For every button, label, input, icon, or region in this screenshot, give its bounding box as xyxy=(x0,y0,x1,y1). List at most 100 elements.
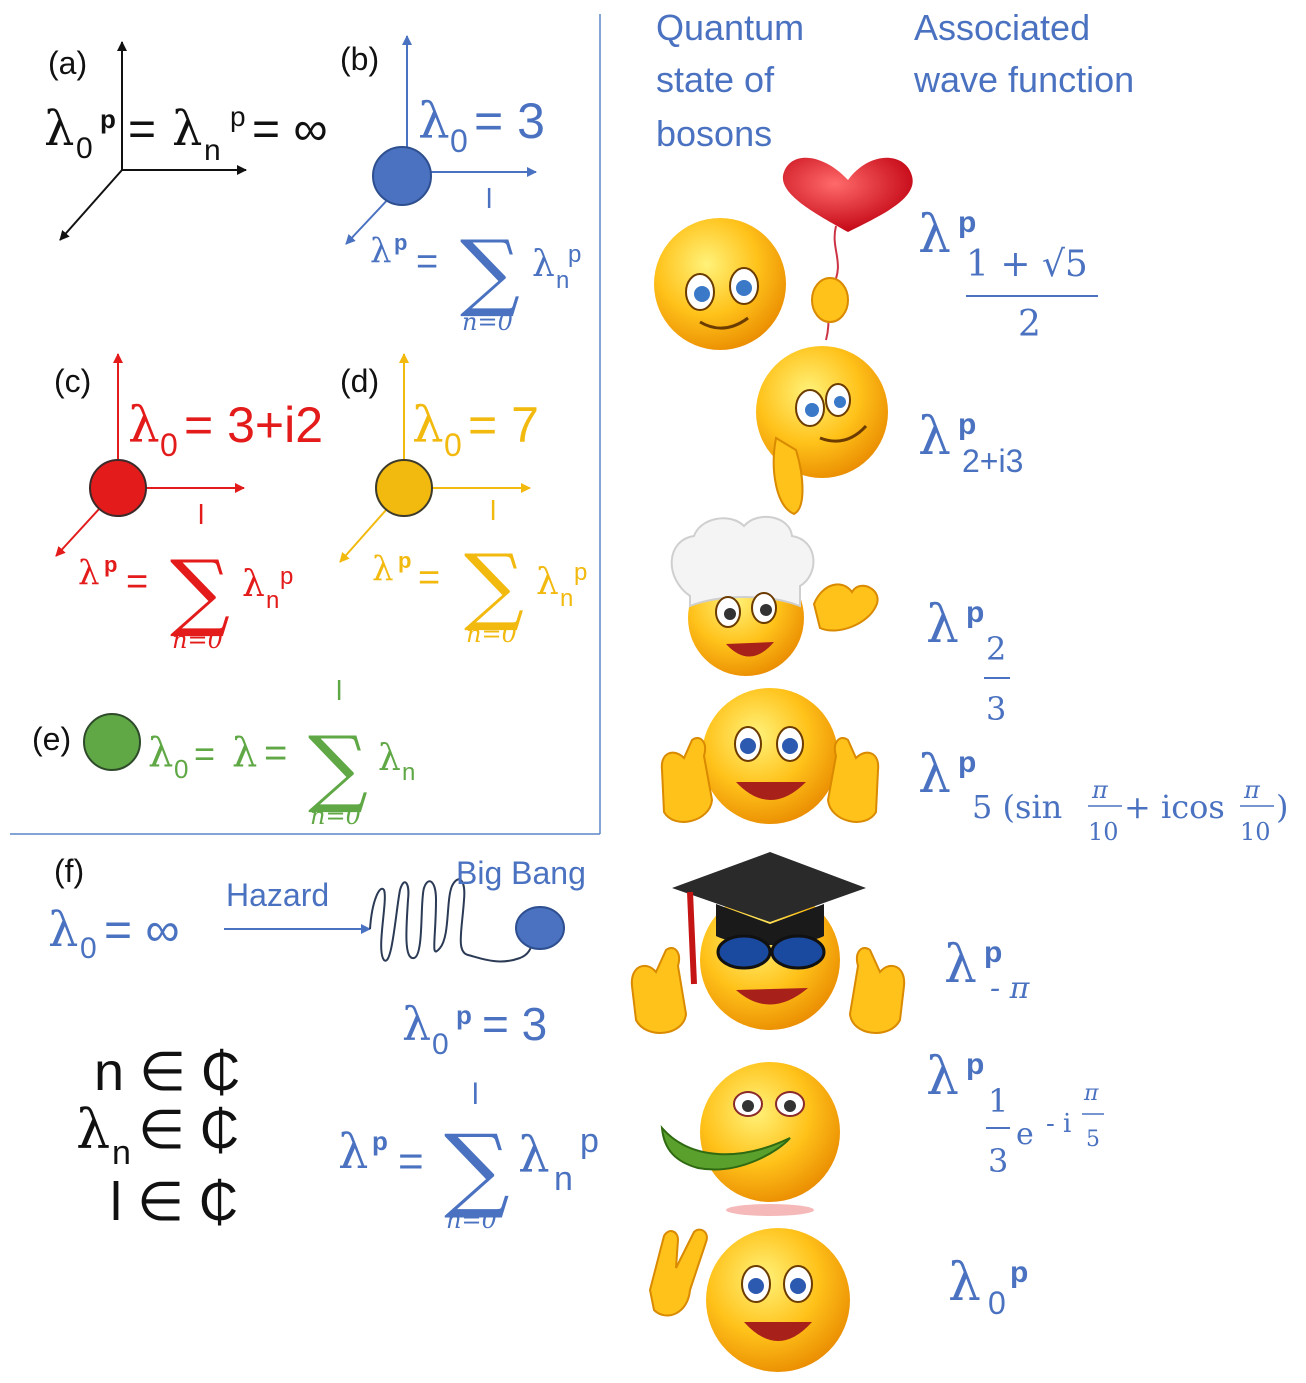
panel-c-axis-diag xyxy=(55,507,101,557)
svg-text:l: l xyxy=(198,499,204,530)
svg-text:∑: ∑ xyxy=(460,222,520,320)
svg-text:λ: λ xyxy=(338,1124,368,1180)
svg-text:= 3: = 3 xyxy=(482,998,547,1050)
svg-text:n: n xyxy=(204,134,221,167)
panel-c-sum-equation: λ p = ∑ l n=0 λ n p xyxy=(78,499,293,654)
svg-text:p: p xyxy=(966,1048,984,1081)
svg-text:n: n xyxy=(402,759,415,786)
panel-f: (f) λ 0 = ∞ Hazard Big Bang λ 0 p = 3 λ … xyxy=(48,853,599,1234)
panel-b-label: (b) xyxy=(340,41,379,77)
svg-text:0: 0 xyxy=(174,754,188,784)
panel-d-label: (d) xyxy=(340,363,379,399)
hazard-label: Hazard xyxy=(226,877,329,913)
svg-text:p: p xyxy=(574,559,587,586)
svg-text:λ: λ xyxy=(232,730,257,776)
svg-text:λ: λ xyxy=(242,564,265,605)
svg-text:=: = xyxy=(264,731,287,775)
svg-text:0: 0 xyxy=(80,932,97,965)
svg-text:n: n xyxy=(266,587,279,614)
panel-c: (c) λ 0 = 3+i2 λ p = ∑ l n=0 λ n p xyxy=(54,353,323,654)
svg-text:λ: λ xyxy=(48,902,78,958)
graduation-cap xyxy=(672,852,866,922)
svg-text:n=0: n=0 xyxy=(310,802,361,830)
panel-c-boson xyxy=(89,459,147,517)
svg-text:0: 0 xyxy=(988,1285,1006,1321)
panel-f-lambda0p-equation: λ 0 p = 3 xyxy=(402,997,547,1061)
random-walk-path xyxy=(369,878,533,963)
svg-text:=: = xyxy=(398,1137,424,1186)
svg-text:λ: λ xyxy=(76,1098,110,1161)
panel-a-equation: λ 0 p = λ n p = ∞ xyxy=(44,101,328,167)
svg-text:0: 0 xyxy=(160,427,178,463)
svg-text:Associated: Associated xyxy=(914,7,1090,48)
svg-text:λ: λ xyxy=(532,244,555,285)
chef-emoji xyxy=(670,516,879,676)
svg-text:= ∞: = ∞ xyxy=(104,904,180,957)
wave-function-7: λ p 0 xyxy=(948,1253,1028,1321)
column-header-quantum-state: Quantum state of bosons xyxy=(656,7,804,154)
svg-text:λ: λ xyxy=(926,595,959,655)
svg-text:l: l xyxy=(486,183,492,214)
svg-text:λ: λ xyxy=(536,562,559,603)
wave-function-4: λ p 5 (sin π 10 + icos π 10 ) xyxy=(918,745,1288,846)
svg-text:π: π xyxy=(1083,1081,1099,1106)
svg-text:l: l xyxy=(336,675,342,706)
svg-text:p: p xyxy=(958,746,976,779)
heart-balloon-emoji xyxy=(654,157,913,350)
svg-text:l ∈ ₵: l ∈ ₵ xyxy=(110,1172,238,1232)
svg-text:Quantum: Quantum xyxy=(656,7,804,48)
panel-d-sum-equation: λ p = ∑ l n=0 λ n p xyxy=(372,495,587,648)
svg-text:): ) xyxy=(1276,788,1288,826)
column-header-wave-function: Associated wave function xyxy=(913,7,1134,100)
svg-text:n=0: n=0 xyxy=(466,620,517,648)
graduate-emoji xyxy=(630,852,906,1034)
svg-text:l: l xyxy=(472,1078,479,1111)
svg-text:= 3+i2: = 3+i2 xyxy=(184,397,323,453)
svg-text:=: = xyxy=(128,103,156,156)
svg-text:λ: λ xyxy=(418,92,450,150)
svg-text:+ icos: + icos xyxy=(1124,788,1225,826)
svg-text:λ: λ xyxy=(918,205,951,265)
svg-text:p: p xyxy=(230,101,246,132)
panel-b: (b) λ 0 = 3 λ p = ∑ l n=0 λ n p xyxy=(340,35,581,336)
svg-text:∑: ∑ xyxy=(308,718,368,816)
svg-text:λ: λ xyxy=(44,101,74,157)
panel-c-lambda0-equation: λ 0 = 3+i2 xyxy=(128,396,323,463)
svg-text:10: 10 xyxy=(1088,818,1119,846)
panel-d-lambda0-equation: λ 0 = 7 xyxy=(412,396,539,463)
wave-function-6: λ p 1 3 e - i π 5 xyxy=(926,1047,1104,1180)
pepper-emoji xyxy=(660,1062,840,1216)
svg-text:λ: λ xyxy=(412,396,444,454)
panel-c-label: (c) xyxy=(54,363,91,399)
panel-e-boson xyxy=(83,713,141,771)
svg-text:1 + √5: 1 + √5 xyxy=(966,244,1088,285)
big-bang-label: Big Bang xyxy=(456,855,586,891)
svg-text:p: p xyxy=(568,241,581,268)
svg-text:p: p xyxy=(958,206,976,239)
big-bang-boson xyxy=(515,906,565,950)
wave-function-2: λ p 2+i3 xyxy=(918,407,1023,479)
svg-text:1: 1 xyxy=(988,1082,1008,1120)
svg-text:=: = xyxy=(194,733,215,774)
svg-text:π: π xyxy=(1091,776,1109,804)
svg-text:λ: λ xyxy=(128,396,160,454)
svg-text:∈ ₵: ∈ ₵ xyxy=(138,1100,239,1160)
panel-f-sum-equation: λ p = ∑ l n=0 λ n p xyxy=(338,1078,599,1234)
svg-text:=: = xyxy=(416,241,438,283)
svg-text:- i: - i xyxy=(1046,1109,1071,1139)
svg-text:= 3: = 3 xyxy=(474,93,545,149)
svg-text:λ: λ xyxy=(148,730,173,776)
chili-pepper xyxy=(660,1125,791,1171)
chef-hat xyxy=(670,516,815,608)
svg-text:p: p xyxy=(372,1126,388,1156)
svg-text:n=0: n=0 xyxy=(172,626,223,654)
svg-text:∑: ∑ xyxy=(464,536,524,634)
svg-text:2: 2 xyxy=(1018,304,1041,345)
svg-text:n: n xyxy=(556,267,569,294)
svg-text:λ: λ xyxy=(370,231,392,271)
svg-text:l: l xyxy=(490,495,496,526)
panel-e: (e) λ 0 = λ = ∑ l n=0 λ n xyxy=(32,675,415,830)
svg-text:λ: λ xyxy=(78,553,100,593)
panel-a: (a) λ 0 p = λ n p = ∞ xyxy=(44,41,328,241)
